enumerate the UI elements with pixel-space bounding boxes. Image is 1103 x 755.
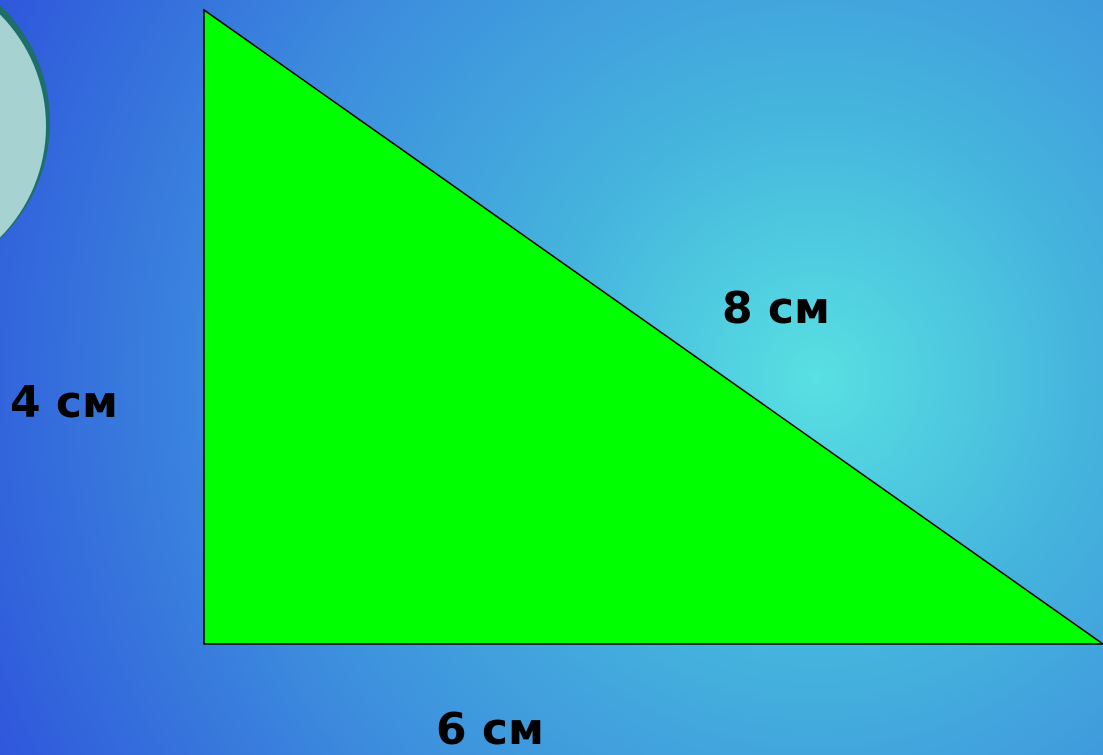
left-side-label: 4 см [10,377,118,428]
decorative-circle-fill [0,14,46,238]
hypotenuse-label: 8 см [722,283,830,334]
bottom-side-label: 6 см [436,704,544,755]
decorative-circle [0,4,50,240]
right-triangle [203,8,1103,645]
